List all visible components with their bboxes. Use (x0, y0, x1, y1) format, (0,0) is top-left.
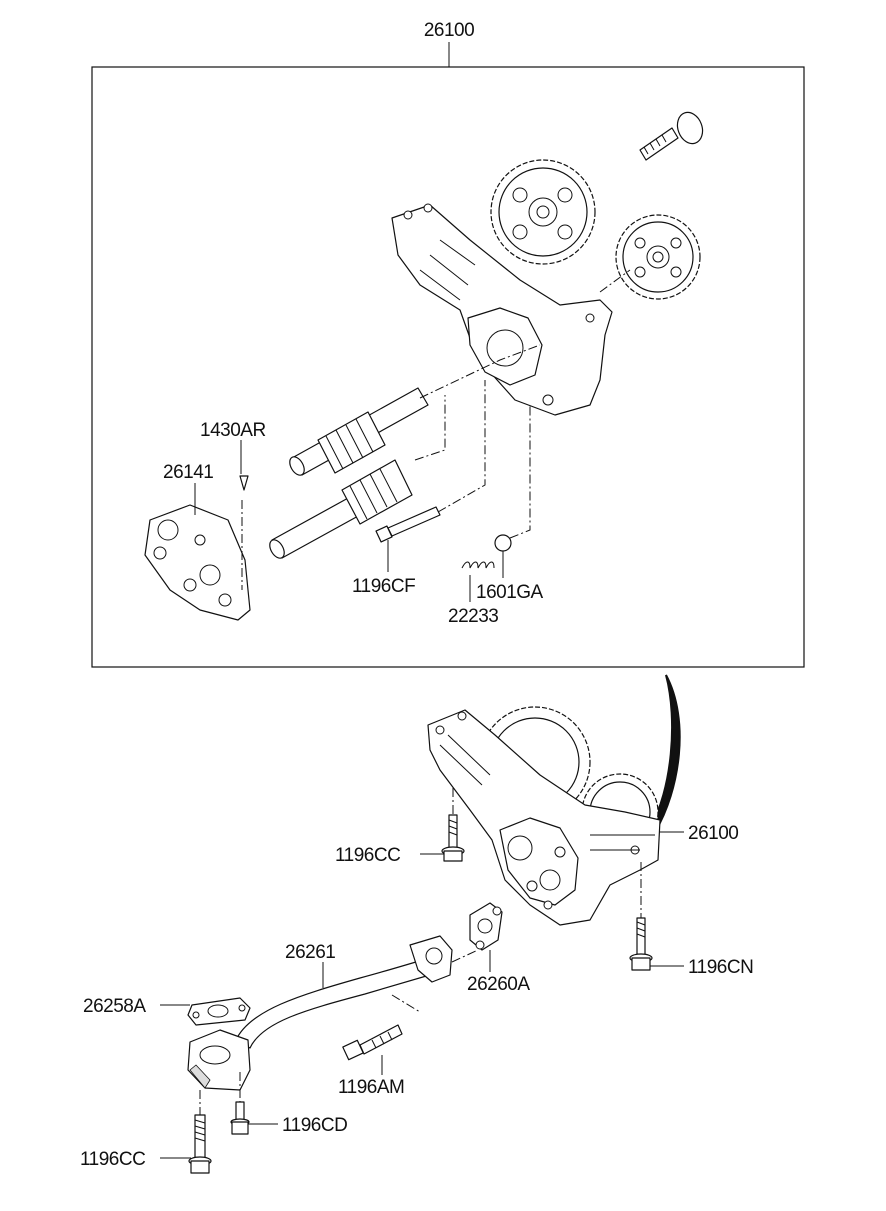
label-cover: 26141 (163, 462, 213, 483)
label-bolt-cc-mid: 1196CC (335, 845, 400, 866)
mounting-bolt-cn-part (629, 862, 684, 971)
pipe-bolt-cc-part (160, 1090, 212, 1174)
label-ball: 1601GA (476, 582, 544, 603)
large-gear-part (490, 159, 596, 265)
label-bolt-am: 1196AM (338, 1077, 404, 1098)
label-spring: 22233 (448, 606, 498, 627)
label-gasket-strainer: 26258A (83, 996, 146, 1017)
strainer-gasket-part (160, 997, 251, 1026)
strainer-flange-part (187, 1029, 251, 1091)
drive-bolt-part (639, 111, 704, 161)
pump-gasket-part (469, 902, 503, 972)
oil-pipe-part (235, 935, 479, 1049)
relief-bolt-part (375, 506, 441, 543)
label-top-assembly: 26100 (424, 20, 474, 41)
pin-part (239, 475, 249, 491)
label-bolt-cn: 1196CN (688, 957, 753, 978)
label-pipe: 26261 (285, 942, 335, 963)
pump-assembly-part (427, 706, 661, 926)
relief-ball-part (494, 534, 512, 552)
drive-shaft-part (289, 387, 429, 476)
label-bolt-cc-bottom: 1196CC (80, 1149, 145, 1170)
relief-spring-part (461, 561, 495, 569)
pipe-bolt-cd-part (230, 1072, 278, 1135)
driven-shaft-part (269, 459, 413, 559)
pump-housing-upper-part (391, 203, 613, 416)
pipe-bolt-am-part (342, 1024, 403, 1075)
exploded-leader-lines (194, 269, 631, 602)
label-bolt-cf: 1196CF (352, 576, 415, 597)
pump-cover-part (144, 504, 251, 621)
label-bolt-cd: 1196CD (282, 1115, 347, 1136)
label-pin: 1430AR (200, 420, 266, 441)
label-gasket-pump: 26260A (467, 974, 530, 995)
exploded-view-frame (91, 42, 805, 668)
small-gear-part (615, 214, 701, 300)
mounting-bolt-mid-part (420, 788, 465, 862)
label-assembly: 26100 (688, 823, 738, 844)
